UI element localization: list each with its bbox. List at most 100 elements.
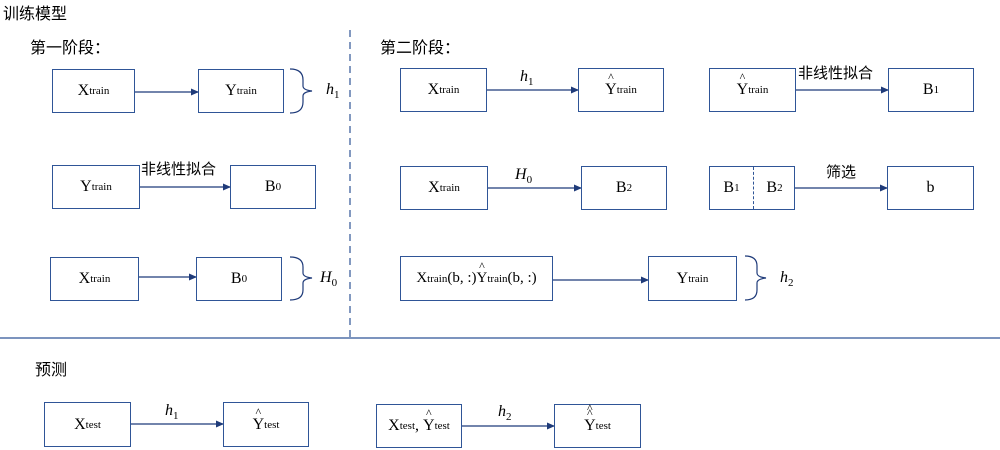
- b-symbol: B: [264, 178, 276, 195]
- y-symbol: Y: [80, 178, 92, 195]
- h-symbol: h: [165, 402, 173, 419]
- y-hat-symbol: Y: [253, 416, 265, 434]
- y-hat-symbol: Y: [477, 270, 488, 287]
- H-symbol: H: [320, 269, 332, 286]
- train-subscript: train: [439, 182, 460, 194]
- brace-h1: [289, 68, 313, 114]
- x-symbol: X: [428, 179, 440, 196]
- test-subscript: test: [595, 420, 611, 432]
- subscript-2: 2: [777, 182, 783, 194]
- x-symbol: X: [427, 81, 440, 98]
- subscript-1: 1: [528, 76, 534, 88]
- y-double-hat-symbol: Y: [584, 417, 596, 435]
- H-symbol: H: [515, 166, 527, 183]
- subscript-2: 2: [626, 182, 633, 194]
- brace-h2: [744, 255, 767, 301]
- y-symbol: Y: [225, 82, 237, 99]
- test-subscript: test: [264, 418, 280, 431]
- x-symbol: X: [77, 82, 90, 99]
- b-symbol: B: [723, 179, 735, 196]
- y-hat-symbol: Y: [737, 81, 749, 99]
- h-symbol: h: [780, 269, 788, 286]
- subscript-2: 2: [788, 277, 794, 289]
- label-h1-stage2: h1: [520, 68, 534, 91]
- test-subscript: test: [434, 420, 450, 432]
- x-symbol: X: [78, 270, 91, 287]
- b-symbol: B: [766, 179, 778, 196]
- b-symbol: B: [230, 270, 242, 287]
- label-filter: 筛选: [826, 163, 857, 181]
- train-subscript: train: [89, 85, 110, 97]
- label-H0-stage2: H0: [515, 166, 532, 189]
- h-symbol: h: [326, 81, 334, 98]
- subscript-1: 1: [734, 182, 740, 194]
- comma-text: ,: [415, 417, 419, 434]
- x-symbol: X: [416, 270, 428, 286]
- subscript-2: 2: [506, 411, 512, 423]
- train-subscript: train: [748, 84, 769, 96]
- subscript-1: 1: [173, 410, 179, 422]
- h-symbol: h: [520, 68, 528, 85]
- train-subscript: train: [487, 272, 508, 285]
- subscript-1: 1: [334, 89, 340, 101]
- train-subscript: train: [439, 84, 460, 96]
- brace-h0: [289, 256, 313, 301]
- label-nonlinear-fit-stage1: 非线性拟合: [141, 160, 217, 178]
- stage2-heading: 第二阶段：: [380, 38, 461, 57]
- x-symbol: X: [74, 415, 86, 433]
- label-h1-predict: h1: [165, 402, 179, 425]
- label-nonlinear-fit-stage2: 非线性拟合: [798, 64, 874, 82]
- y-hat-symbol: Y: [605, 81, 617, 99]
- subscript-0: 0: [275, 181, 282, 193]
- h-symbol: h: [498, 403, 506, 420]
- training-heading: 训练模型: [3, 4, 68, 23]
- label-h1-stage1: h1: [326, 81, 340, 104]
- b-symbol: B: [615, 179, 627, 196]
- test-subscript: test: [85, 418, 101, 431]
- test-subscript: test: [399, 420, 415, 432]
- index-text: (b, :): [507, 270, 537, 286]
- index-text: (b, :): [447, 270, 477, 286]
- train-subscript: train: [688, 272, 709, 285]
- b-lower-symbol: b: [926, 179, 935, 196]
- b-symbol: B: [922, 81, 934, 98]
- train-subscript: train: [616, 84, 637, 96]
- split-dashed-divider: [753, 167, 754, 209]
- predict-heading: 预测: [35, 360, 68, 379]
- x-symbol: X: [388, 417, 400, 434]
- label-H0-stage1: H0: [320, 269, 337, 292]
- train-subscript: train: [236, 85, 257, 97]
- s2-b-box: b: [887, 166, 974, 210]
- y-hat-symbol: Y: [423, 417, 435, 435]
- subscript-0: 0: [526, 174, 533, 186]
- label-h2-stage2: h2: [780, 269, 794, 292]
- train-subscript: train: [427, 272, 448, 285]
- stage1-heading: 第一阶段：: [30, 38, 111, 57]
- y-symbol: Y: [676, 269, 689, 287]
- subscript-0: 0: [331, 277, 338, 289]
- label-h2-predict: h2: [498, 403, 512, 426]
- subscript-1: 1: [933, 84, 940, 96]
